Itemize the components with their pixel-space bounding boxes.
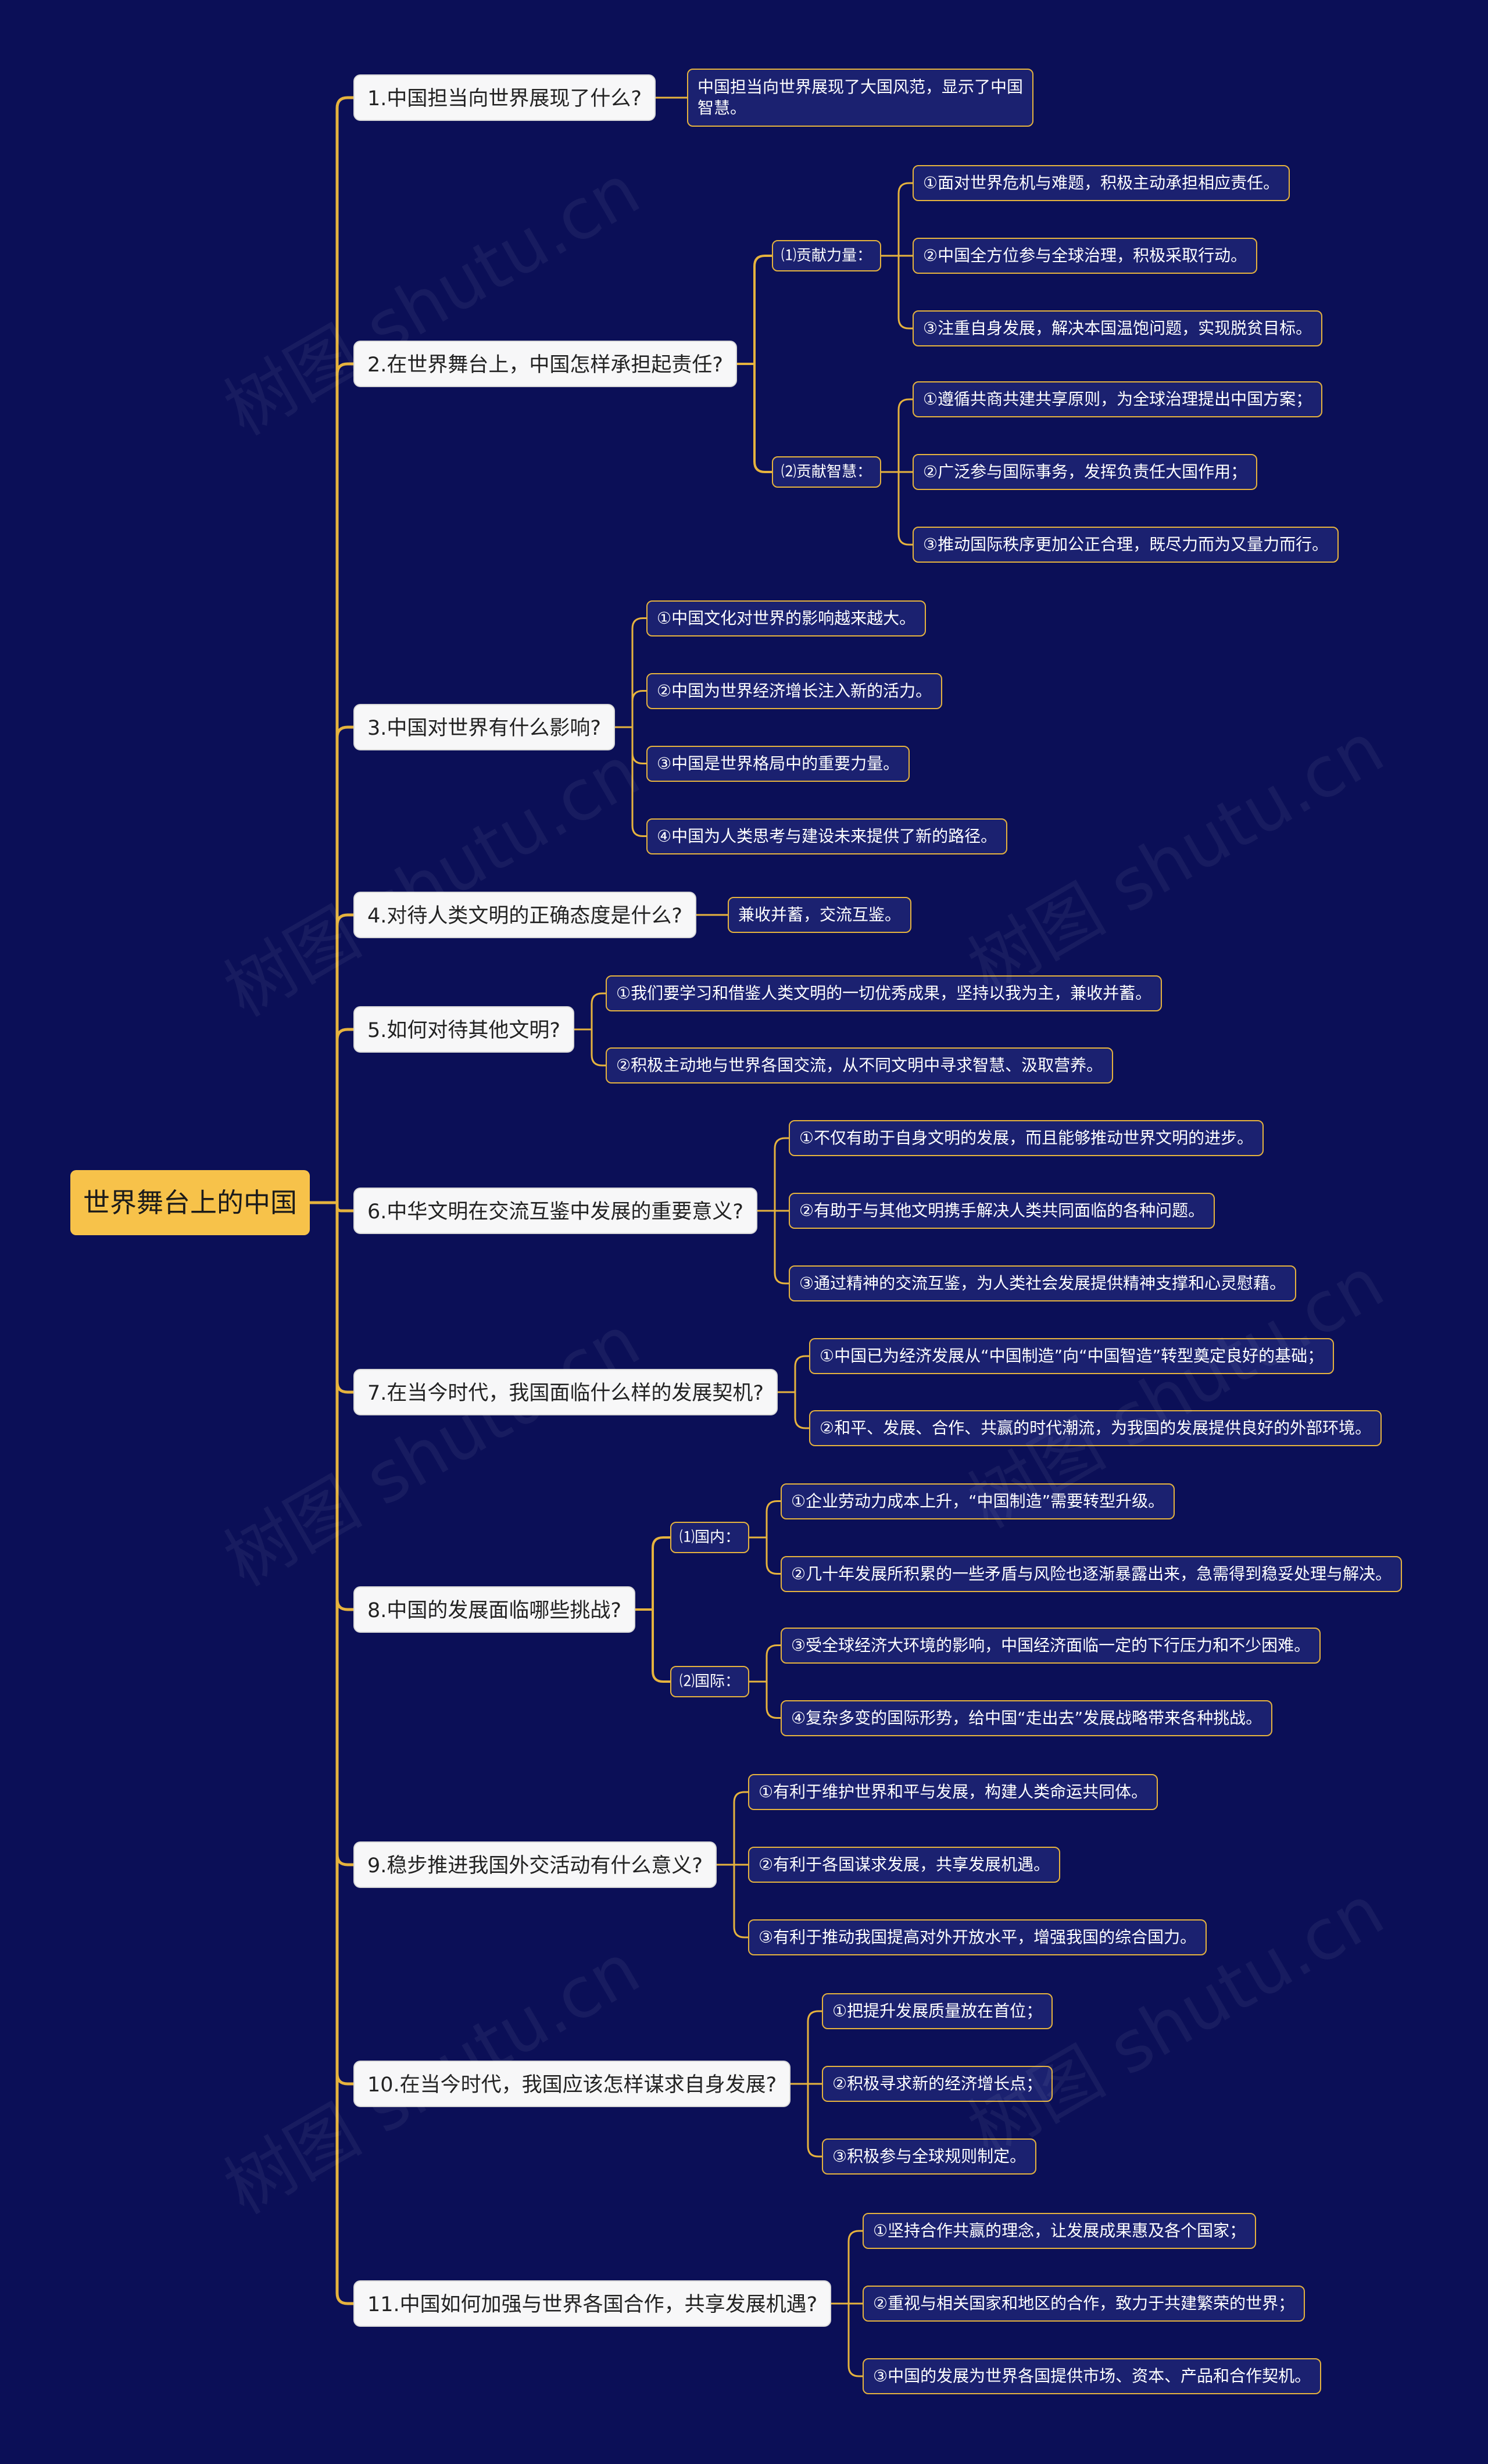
group-node[interactable]: ⑵国际： [670,1666,750,1697]
leaf-node[interactable]: ①坚持合作共赢的理念，让发展成果惠及各个国家； [863,2213,1257,2249]
group-node[interactable]: ⑴国内： [670,1522,750,1553]
leaf-node[interactable]: 兼收并蓄，交流互鉴。 [728,897,912,933]
leaf-node[interactable]: ③通过精神的交流互鉴，为人类社会发展提供精神支撑和心灵慰藉。 [789,1265,1297,1301]
leaf-node[interactable]: ①中国已为经济发展从“中国制造”向“中国智造”转型奠定良好的基础； [809,1338,1335,1374]
leaf-node[interactable]: ③积极参与全球规则制定。 [822,2138,1037,2175]
topic-node[interactable]: 6.中华文明在交流互鉴中发展的重要意义? [353,1188,757,1234]
leaf-node[interactable]: ③受全球经济大环境的影响，中国经济面临一定的下行压力和不少困难。 [781,1627,1321,1664]
leaf-node[interactable]: ②有利于各国谋求发展，共享发展机遇。 [748,1847,1061,1883]
leaf-node[interactable]: ③注重自身发展，解决本国温饱问题，实现脱贫目标。 [913,310,1323,346]
leaf-node[interactable]: ②几十年发展所积累的一些矛盾与风险也逐渐暴露出来，急需得到稳妥处理与解决。 [781,1555,1403,1592]
leaf-node[interactable]: ①把提升发展质量放在首位； [822,1993,1053,2029]
leaf-node[interactable]: ③中国的发展为世界各国提供市场、资本、产品和合作契机。 [863,2358,1322,2394]
leaf-node[interactable]: ②和平、发展、合作、共赢的时代潮流，为我国的发展提供良好的外部环境。 [809,1410,1382,1446]
leaf-node[interactable]: ②重视与相关国家和地区的合作，致力于共建繁荣的世界； [863,2286,1305,2322]
group-node[interactable]: ⑵贡献智慧： [772,456,882,488]
leaf-node[interactable]: ②积极寻求新的经济增长点； [822,2066,1053,2102]
leaf-node[interactable]: ③推动国际秩序更加公正合理，既尽力而为又量力而行。 [913,527,1339,563]
topic-node[interactable]: 2.在世界舞台上，中国怎样承担起责任? [353,341,737,387]
group-node[interactable]: ⑴贡献力量： [772,240,882,271]
topic-node[interactable]: 7.在当今时代，我国面临什么样的发展契机? [353,1369,778,1415]
topic-node[interactable]: 3.中国对世界有什么影响? [353,704,615,750]
leaf-node[interactable]: ②广泛参与国际事务，发挥负责任大国作用； [913,454,1258,490]
leaf-node[interactable]: ②有助于与其他文明携手解决人类共同面临的各种问题。 [789,1193,1215,1229]
leaf-node[interactable]: ①中国文化对世界的影响越来越大。 [646,600,927,636]
leaf-node[interactable]: ①面对世界危机与难题，积极主动承担相应责任。 [913,165,1290,201]
topic-node[interactable]: 8.中国的发展面临哪些挑战? [353,1586,635,1633]
topic-node[interactable]: 5.如何对待其他文明? [353,1006,574,1053]
leaf-node[interactable]: ①我们要学习和借鉴人类文明的一切优秀成果，坚持以我为主，兼收并蓄。 [606,975,1162,1011]
leaf-node[interactable]: ①有利于维护世界和平与发展，构建人类命运共同体。 [748,1774,1158,1810]
topic-node[interactable]: 11.中国如何加强与世界各国合作，共享发展机遇? [353,2280,832,2327]
topic-node[interactable]: 9.稳步推进我国外交活动有什么意义? [353,1841,717,1888]
leaf-node[interactable]: ①不仅有助于自身文明的发展，而且能够推动世界文明的进步。 [789,1120,1264,1156]
leaf-node[interactable]: ④复杂多变的国际形势，给中国“走出去”发展战略带来各种挑战。 [781,1700,1273,1736]
leaf-node[interactable]: ④中国为人类思考与建设未来提供了新的路径。 [646,818,1008,854]
leaf-node[interactable]: ②中国全方位参与全球治理，积极采取行动。 [913,238,1258,274]
leaf-node[interactable]: ②中国为世界经济增长注入新的活力。 [646,673,943,709]
leaf-node[interactable]: ②积极主动地与世界各国交流，从不同文明中寻求智慧、汲取营养。 [606,1047,1114,1083]
leaf-node[interactable]: 中国担当向世界展现了大国风范，显示了中国智慧。 [687,69,1033,127]
topic-node[interactable]: 10.在当今时代，我国应该怎样谋求自身发展? [353,2061,791,2107]
root-node[interactable]: 世界舞台上的中国 [70,1170,310,1235]
leaf-node[interactable]: ①企业劳动力成本上升，“中国制造”需要转型升级。 [781,1483,1175,1519]
topic-node[interactable]: 4.对待人类文明的正确态度是什么? [353,892,696,938]
topic-node[interactable]: 1.中国担当向世界展现了什么? [353,74,656,121]
leaf-node[interactable]: ③有利于推动我国提高对外开放水平，增强我国的综合国力。 [748,1919,1207,1955]
leaf-node[interactable]: ③中国是世界格局中的重要力量。 [646,745,910,782]
leaf-node[interactable]: ①遵循共商共建共享原则，为全球治理提出中国方案； [913,381,1323,417]
